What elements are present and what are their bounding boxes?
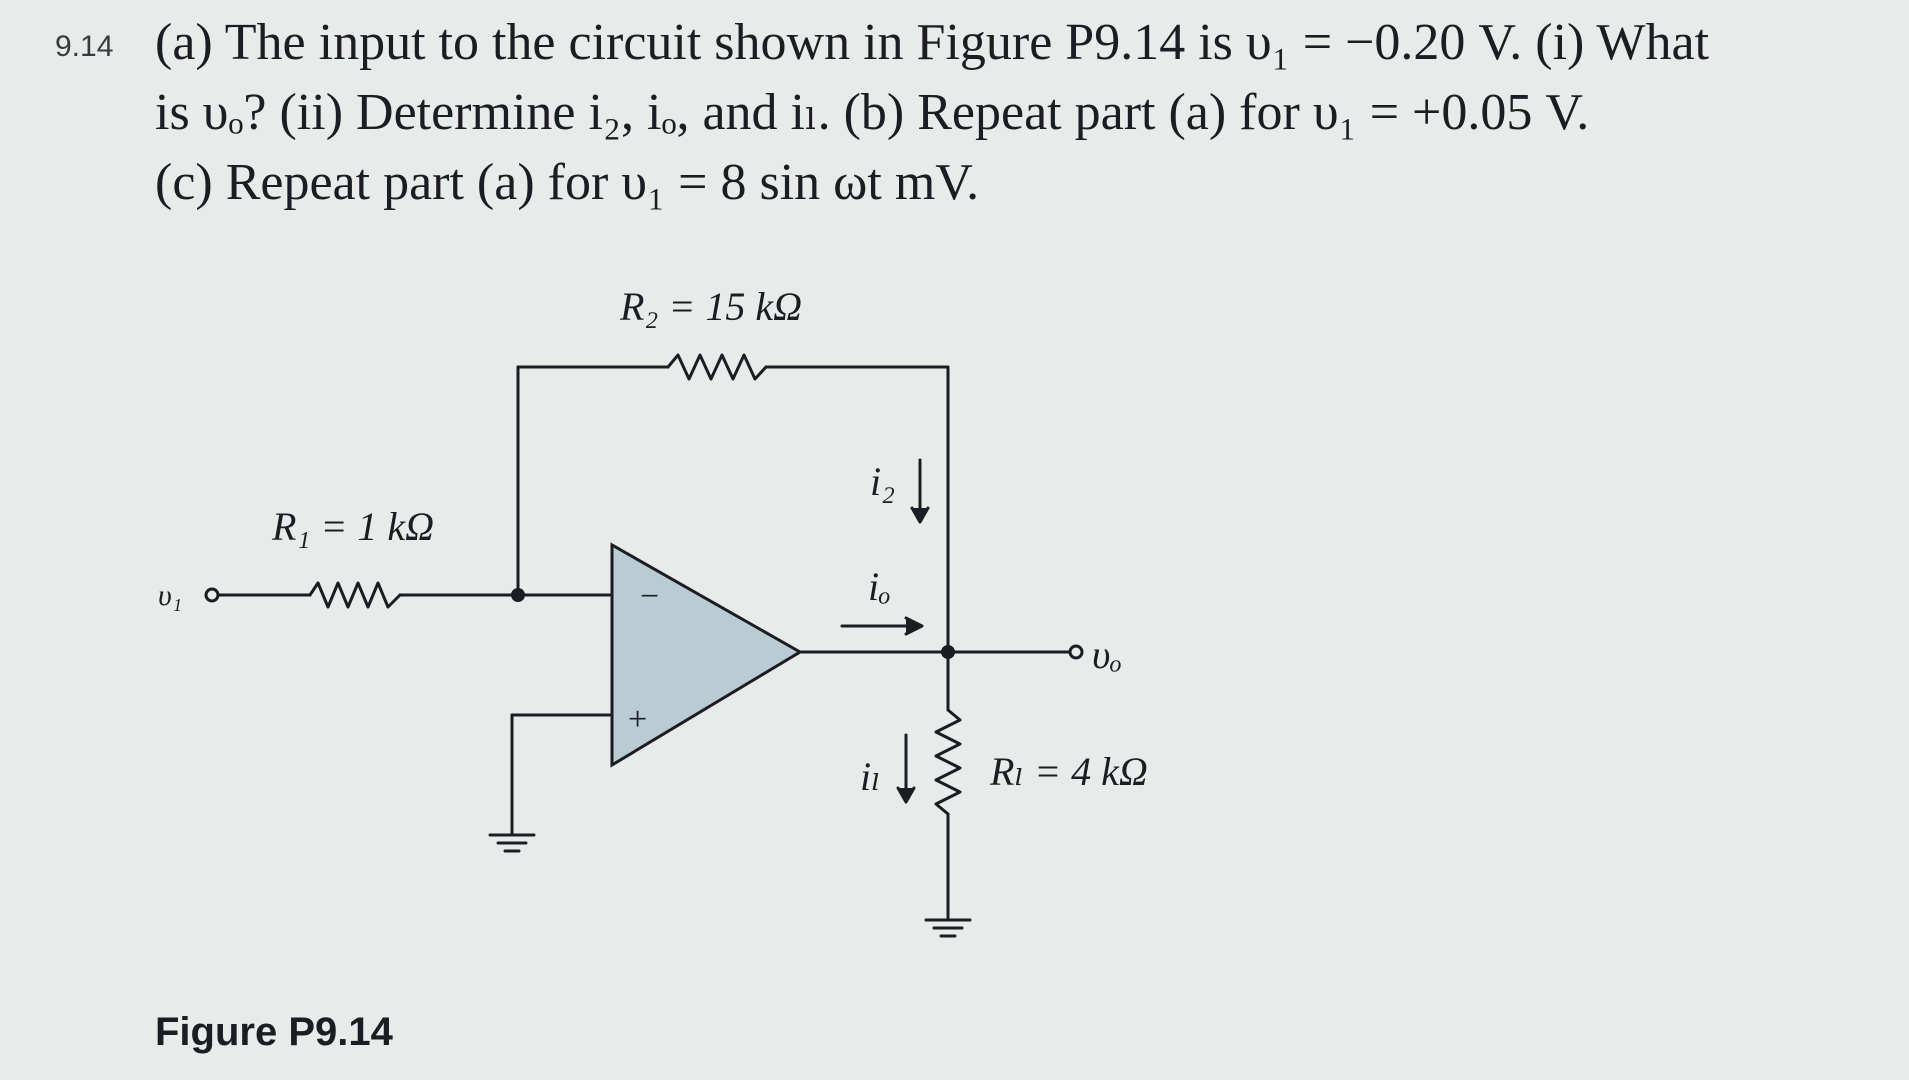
r1-label: R₁ = 1 kΩ <box>271 504 434 549</box>
resistor-r2-symbol <box>666 353 768 381</box>
opamp-plus-label: + <box>628 701 647 738</box>
problem-number: 9.14 <box>55 30 114 63</box>
io-arrow <box>840 616 924 636</box>
i2-arrow <box>910 458 930 524</box>
il-arrow <box>896 733 916 804</box>
problem-text: (a) The input to the circuit shown in Fi… <box>155 8 1895 218</box>
resistor-rl-symbol <box>934 708 962 816</box>
rl-label: Rₗ = 4 kΩ <box>989 749 1148 794</box>
resistor-r1-symbol <box>308 581 402 609</box>
opamp-minus-label: − <box>640 578 659 615</box>
io-label: iₒ <box>868 564 891 609</box>
input-terminal <box>204 587 220 603</box>
vi-label: υ₁ <box>158 579 182 612</box>
problem-line-3: (c) Repeat part (a) for υ₁ = 8 sin ωt mV… <box>155 154 980 211</box>
junction-output-node <box>941 645 955 659</box>
vo-label: υₒ <box>1092 632 1122 677</box>
ground-symbol-1 <box>488 818 536 853</box>
problem-block: 9.14 (a) The input to the circuit shown … <box>55 8 1875 218</box>
figure-caption: Figure P9.14 <box>155 1010 393 1054</box>
r2-label: R₂ = 15 kΩ <box>619 284 802 329</box>
opamp-triangle <box>610 542 803 768</box>
problem-line-1: (a) The input to the circuit shown in Fi… <box>155 14 1710 71</box>
i2-label: i₂ <box>870 459 895 504</box>
junction-input-node <box>511 588 525 602</box>
il-label: iₗ <box>860 754 881 799</box>
output-terminal <box>1068 644 1084 660</box>
problem-line-2: is υₒ? (ii) Determine i₂, iₒ, and iₗ. (b… <box>155 84 1590 141</box>
ground-symbol-2 <box>924 918 972 938</box>
